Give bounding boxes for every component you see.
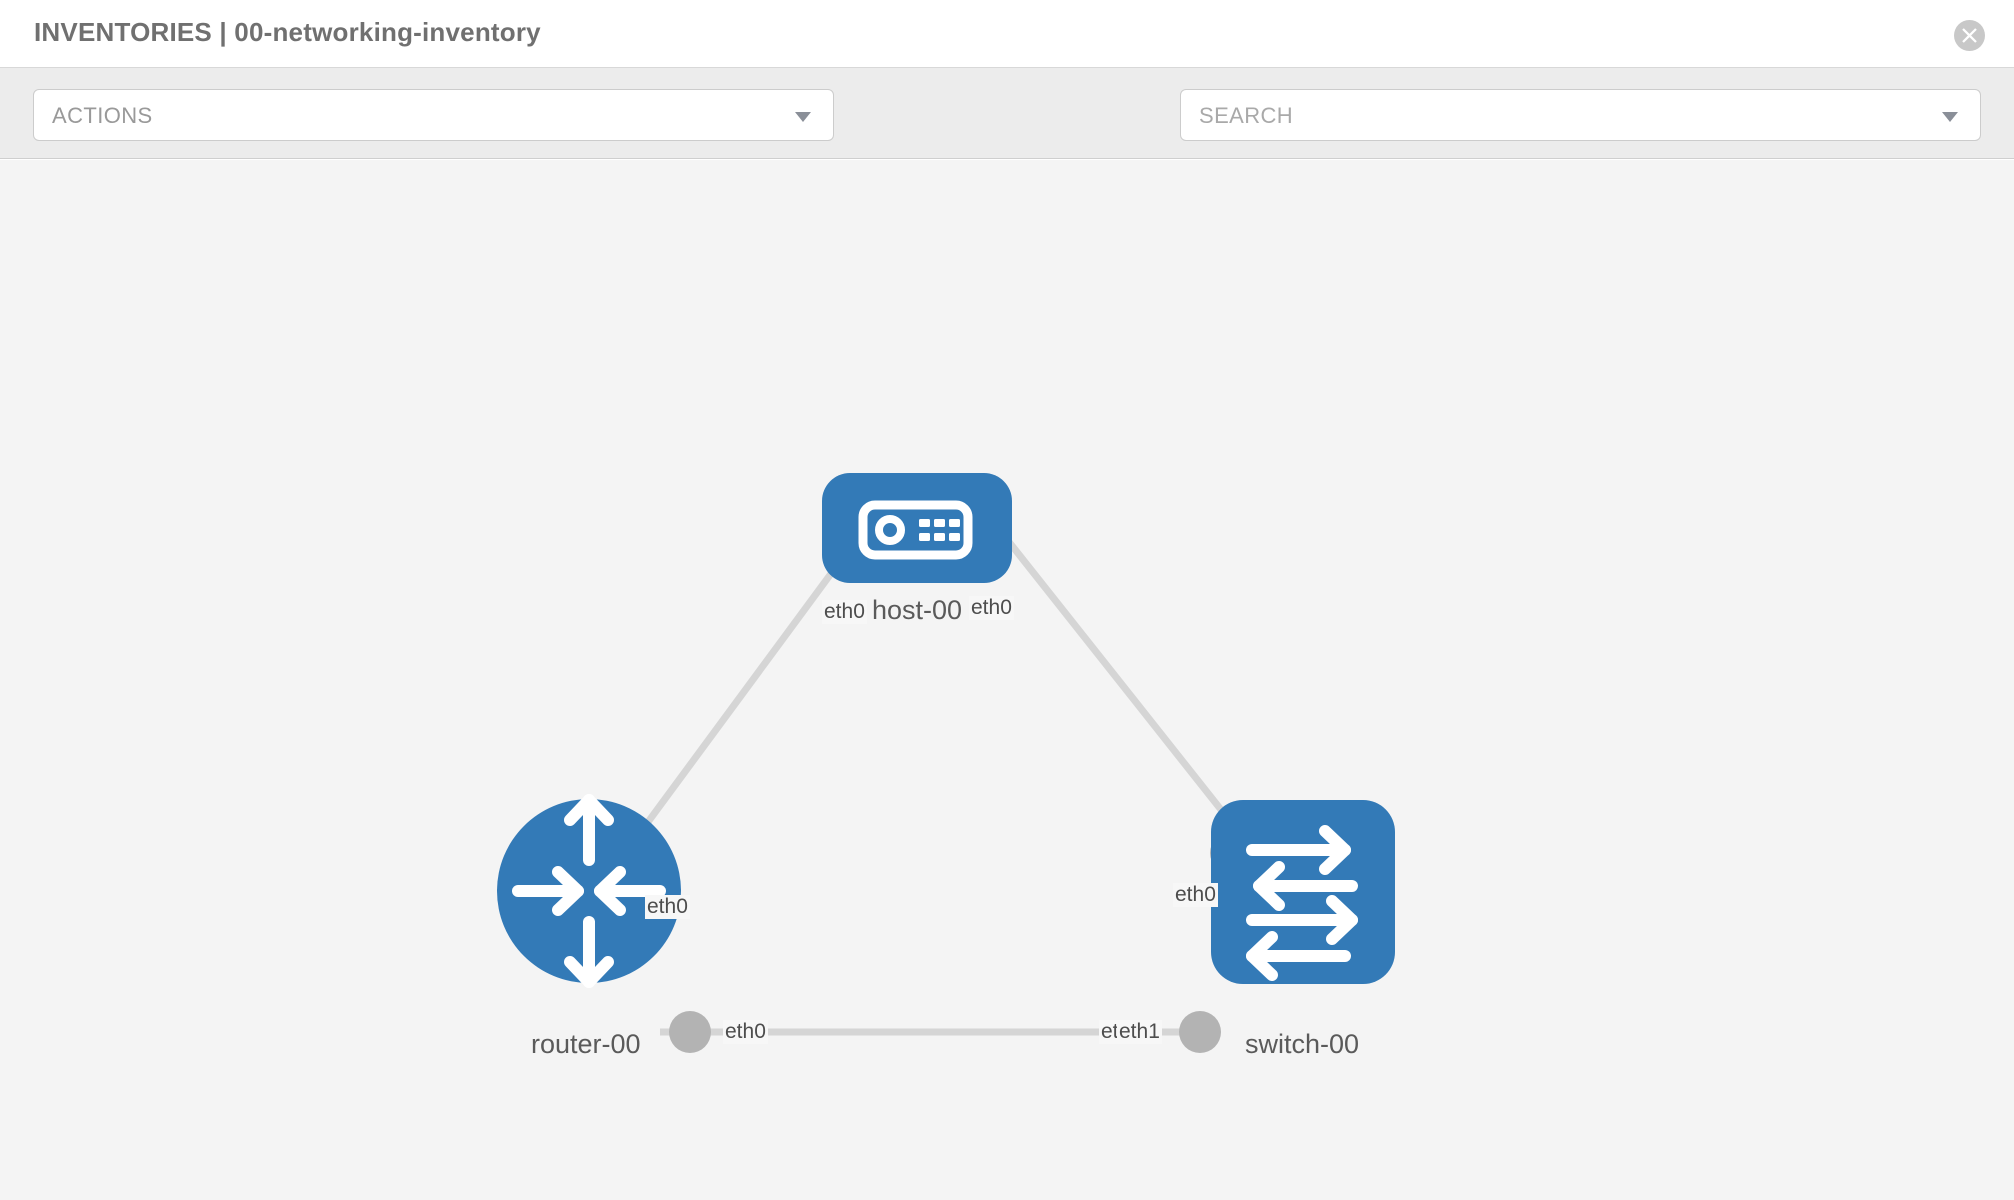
node-host-00 bbox=[822, 473, 1012, 583]
chevron-down-icon bbox=[1942, 112, 1958, 122]
iface-label: eth0 bbox=[822, 600, 867, 624]
toolbar: ACTIONS SEARC bbox=[0, 68, 2014, 196]
iface-label: eth0 bbox=[723, 1020, 768, 1044]
actions-dropdown-label: ACTIONS bbox=[52, 103, 153, 128]
topology-graph bbox=[497, 473, 1395, 1053]
search-input[interactable]: SEARCH bbox=[1180, 89, 1981, 141]
router-arrows-icon bbox=[512, 794, 666, 988]
page-header: INVENTORIES | 00-networking-inventory bbox=[0, 0, 2014, 68]
node-switch-00 bbox=[1211, 800, 1395, 984]
topology-canvas[interactable]: eth0 eth0 eth0 eth0 eth0 eth0 eth1 host-… bbox=[0, 160, 2014, 1200]
node-label-router-00: router-00 bbox=[529, 1029, 643, 1060]
node-label-host-00: host-00 bbox=[870, 595, 965, 626]
port-router00-right bbox=[669, 1011, 711, 1053]
close-icon[interactable] bbox=[1954, 20, 1985, 51]
iface-label: eth1 bbox=[1117, 1020, 1162, 1044]
node-label-switch-00: switch-00 bbox=[1243, 1029, 1362, 1060]
iface-label: eth0 bbox=[645, 895, 690, 919]
node-router-00 bbox=[497, 794, 681, 988]
iface-label: eth0 bbox=[969, 596, 1014, 620]
port-switch00-left bbox=[1179, 1011, 1221, 1053]
search-placeholder: SEARCH bbox=[1199, 103, 1294, 128]
page-title: INVENTORIES | 00-networking-inventory bbox=[34, 17, 541, 47]
server-icon bbox=[858, 500, 973, 560]
actions-dropdown[interactable]: ACTIONS bbox=[33, 89, 834, 141]
switch-arrows-icon bbox=[1246, 825, 1358, 981]
chevron-down-icon bbox=[795, 112, 811, 122]
iface-label: eth0 bbox=[1173, 883, 1218, 907]
